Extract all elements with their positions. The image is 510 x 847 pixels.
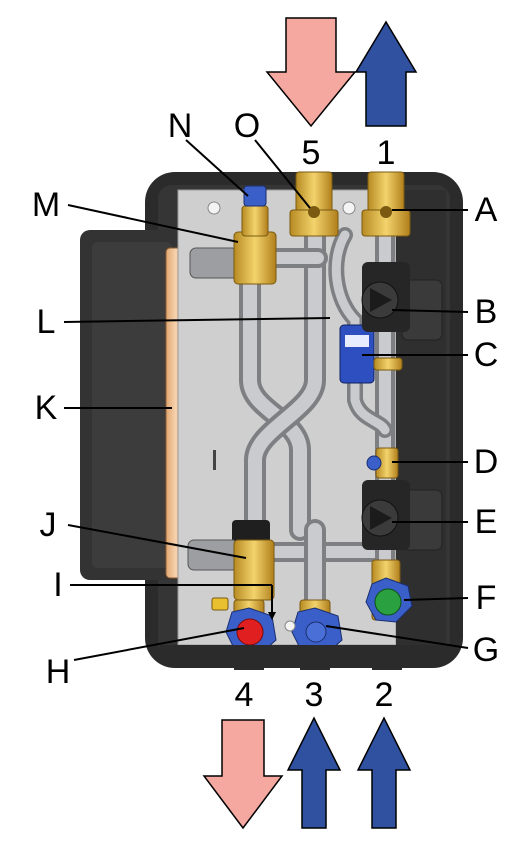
callout-l: L	[36, 303, 56, 341]
insulation-cover	[80, 230, 187, 580]
leader-b	[391, 309, 469, 313]
flow-arrow-port-5	[265, 17, 357, 128]
callout-j: J	[39, 506, 57, 544]
callout-a: A	[474, 191, 498, 229]
flow-arrow-port-4	[202, 719, 284, 830]
callout-d: D	[473, 443, 499, 481]
leader-g	[325, 625, 469, 649]
callout-b: B	[474, 293, 498, 331]
callout-f: F	[475, 579, 497, 617]
port-number-5: 5	[301, 134, 321, 172]
flow-arrow-port-2	[356, 716, 412, 829]
port-number-4: 4	[234, 676, 254, 714]
callout-h: H	[45, 653, 71, 691]
pump-upper	[361, 262, 410, 332]
port-number-3: 3	[304, 676, 324, 714]
leader-lines	[63, 139, 469, 661]
leader-j	[67, 524, 247, 559]
callout-c: C	[473, 336, 499, 374]
ball-valve-g	[284, 599, 343, 661]
callout-e: E	[474, 503, 498, 541]
mixing-valve-assembly	[189, 185, 277, 285]
connector-port-1	[361, 171, 411, 237]
callout-g: G	[472, 631, 500, 669]
leader-i-arrowhead	[268, 612, 276, 620]
callout-k: K	[34, 389, 58, 427]
flow-meter	[339, 324, 403, 384]
leader-m	[67, 204, 239, 243]
connector-port-5	[289, 171, 339, 237]
leader-l	[63, 317, 331, 323]
leader-h	[73, 627, 245, 661]
leader-n	[185, 139, 249, 197]
small-valve-d	[366, 447, 399, 479]
ball-valve-f	[365, 559, 413, 623]
leader-o	[254, 139, 311, 209]
pump-lower	[361, 480, 410, 550]
flow-arrow-port-3	[286, 716, 342, 829]
flow-arrow-port-1	[354, 20, 418, 127]
callout-n: N	[167, 107, 193, 145]
housing-bottom	[160, 645, 450, 670]
callout-i: I	[53, 566, 63, 604]
callout-m: M	[31, 186, 61, 224]
leader-f	[403, 597, 469, 601]
callout-o: O	[233, 107, 261, 145]
port-number-1: 1	[376, 134, 396, 172]
port-number-2: 2	[374, 676, 394, 714]
